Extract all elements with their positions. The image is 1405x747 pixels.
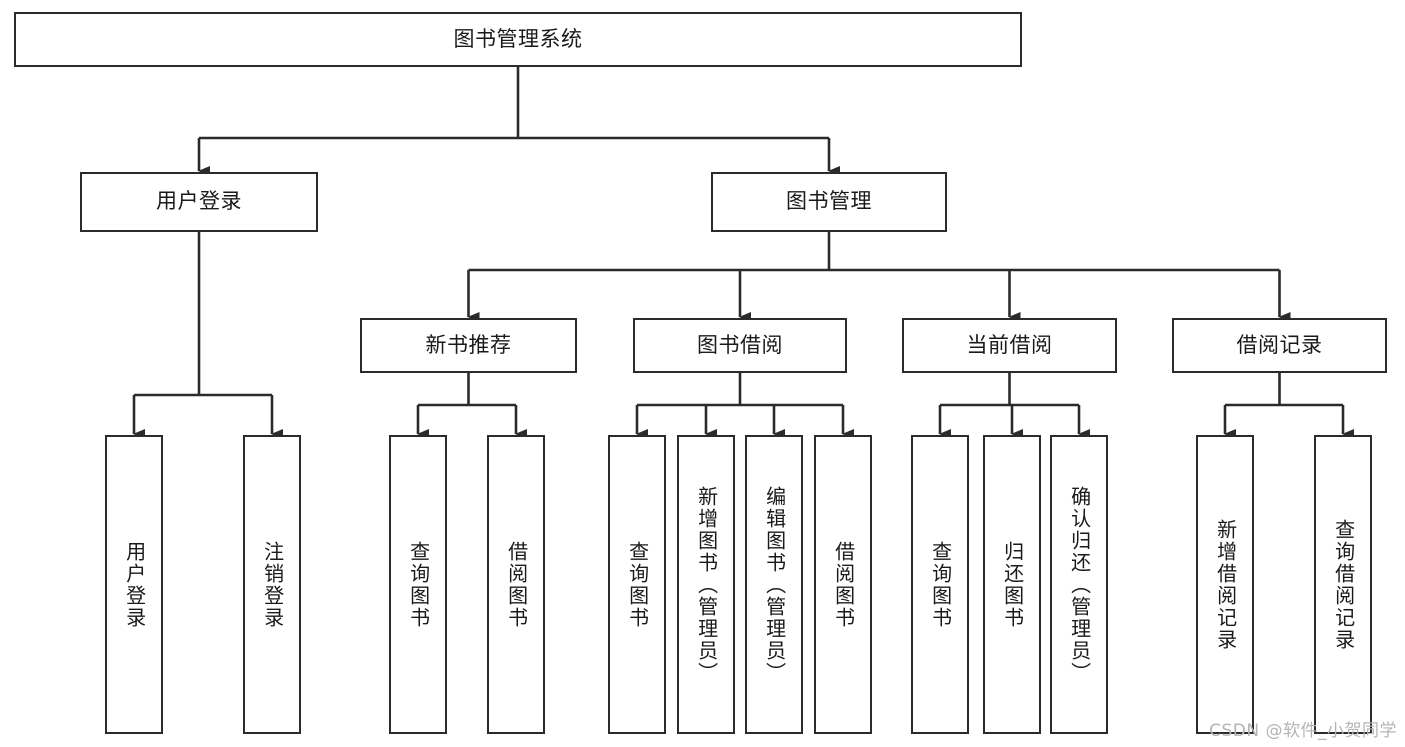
node-leaf-add-record[interactable]: 新增借阅记录	[1196, 435, 1254, 734]
node-leaf-add-book[interactable]: 新增图书（管理员）	[677, 435, 735, 734]
watermark: CSDN @软件_小贺同学	[1209, 721, 1397, 741]
node-label-current-borrow: 当前借阅	[966, 332, 1053, 357]
node-label-leaf-logout: 注销登录	[260, 540, 285, 629]
node-label-leaf-query-book-2: 查询图书	[625, 540, 650, 629]
node-current-borrow[interactable]: 当前借阅	[902, 318, 1117, 373]
node-label-book-manage: 图书管理	[786, 189, 872, 214]
node-label-leaf-add-book: 新增图书（管理员）	[694, 485, 719, 684]
node-label-borrow-record: 借阅记录	[1236, 332, 1323, 357]
node-book-manage[interactable]: 图书管理	[711, 172, 947, 232]
node-leaf-query-record[interactable]: 查询借阅记录	[1314, 435, 1372, 734]
node-label-leaf-user-login: 用户登录	[122, 540, 147, 629]
node-label-leaf-borrow-book-2: 借阅图书	[831, 540, 856, 629]
node-book-borrow[interactable]: 图书借阅	[633, 318, 847, 373]
node-label-user-login: 用户登录	[156, 189, 242, 214]
node-label-leaf-edit-book: 编辑图书（管理员）	[762, 485, 787, 684]
node-label-leaf-borrow-book-1: 借阅图书	[504, 540, 529, 629]
node-label-book-borrow: 图书借阅	[697, 332, 783, 357]
node-leaf-query-book-1[interactable]: 查询图书	[389, 435, 447, 734]
node-label-leaf-query-book-3: 查询图书	[928, 540, 953, 629]
node-leaf-query-book-2[interactable]: 查询图书	[608, 435, 666, 734]
node-leaf-return-book[interactable]: 归还图书	[983, 435, 1041, 734]
node-label-root: 图书管理系统	[453, 26, 583, 51]
node-borrow-record[interactable]: 借阅记录	[1172, 318, 1387, 373]
node-label-new-book-rec: 新书推荐	[425, 332, 512, 357]
node-leaf-borrow-book-2[interactable]: 借阅图书	[814, 435, 872, 734]
node-label-leaf-return-book: 归还图书	[1000, 540, 1025, 629]
node-label-leaf-add-record: 新增借阅记录	[1213, 518, 1238, 651]
edge-group	[132, 67, 1354, 439]
node-new-book-rec[interactable]: 新书推荐	[360, 318, 577, 373]
node-leaf-logout[interactable]: 注销登录	[243, 435, 301, 734]
node-leaf-query-book-3[interactable]: 查询图书	[911, 435, 969, 734]
node-root[interactable]: 图书管理系统	[14, 12, 1022, 67]
node-label-leaf-confirm-return: 确认归还（管理员）	[1067, 485, 1092, 684]
node-leaf-confirm-return[interactable]: 确认归还（管理员）	[1050, 435, 1108, 734]
node-label-leaf-query-record: 查询借阅记录	[1331, 518, 1356, 651]
node-user-login[interactable]: 用户登录	[80, 172, 318, 232]
node-label-leaf-query-book-1: 查询图书	[406, 540, 431, 629]
node-leaf-edit-book[interactable]: 编辑图书（管理员）	[745, 435, 803, 734]
node-leaf-borrow-book-1[interactable]: 借阅图书	[487, 435, 545, 734]
node-leaf-user-login[interactable]: 用户登录	[105, 435, 163, 734]
